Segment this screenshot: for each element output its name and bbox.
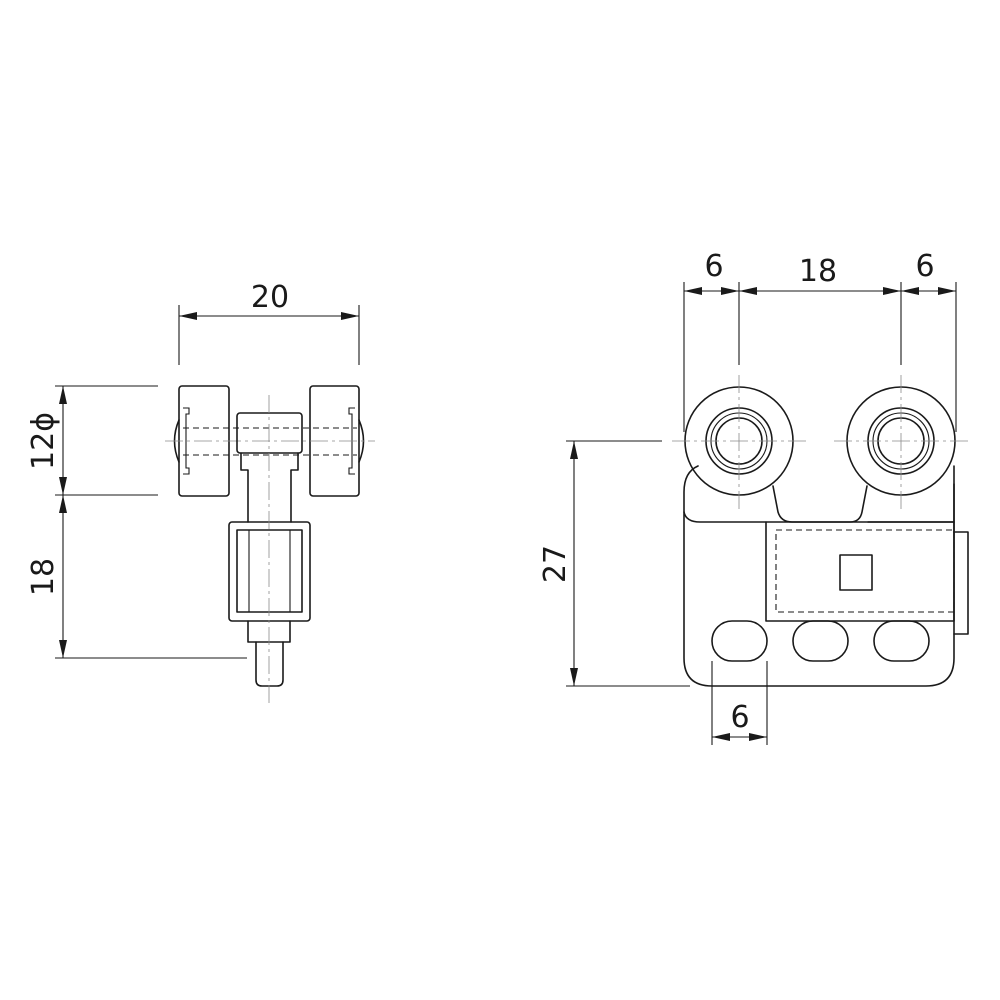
slot-middle xyxy=(792,620,849,662)
slot-right xyxy=(873,620,930,662)
dimension-wheel-diameter: 12ϕ xyxy=(26,386,67,495)
stem-pin xyxy=(247,395,291,705)
hanger-plate xyxy=(683,465,955,687)
front-left-wheel xyxy=(672,375,806,510)
slot-left xyxy=(711,620,768,662)
dimension-wheel-spacing: 18 xyxy=(739,254,901,295)
dimension-wheel-diameter-label: 12ϕ xyxy=(26,412,61,470)
dimension-stem-length: 18 xyxy=(26,495,67,658)
front-view: 6 18 6 27 6 xyxy=(538,249,969,745)
dimension-width-label: 20 xyxy=(251,280,289,315)
dimension-right-offset: 6 xyxy=(901,249,956,295)
axle-hidden-lines xyxy=(165,427,375,456)
stem-bracket xyxy=(228,521,311,622)
dimension-right-offset-label: 6 xyxy=(915,249,934,284)
adjustment-slots xyxy=(711,620,930,662)
side-view: 20 12ϕ 18 xyxy=(26,280,375,705)
dimension-stem-length-label: 18 xyxy=(26,558,61,596)
dimension-left-offset: 6 xyxy=(684,249,739,295)
hub-body xyxy=(236,412,303,523)
front-right-wheel xyxy=(834,375,968,510)
dimension-slot-width: 6 xyxy=(711,661,768,745)
dimension-slot-width-label: 6 xyxy=(730,700,749,735)
dimension-left-offset-label: 6 xyxy=(704,249,723,284)
mounting-block xyxy=(765,521,969,635)
dimension-wheel-spacing-label: 18 xyxy=(799,254,837,289)
dimension-width: 20 xyxy=(178,280,360,365)
dimension-height-label: 27 xyxy=(538,545,573,583)
dimension-height: 27 xyxy=(538,440,690,687)
